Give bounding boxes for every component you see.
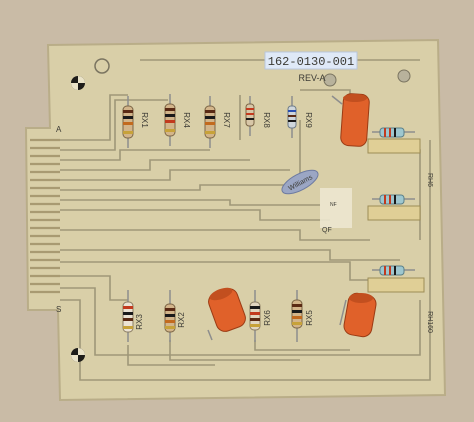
label-rx1: RX1 bbox=[140, 112, 149, 128]
label-patch bbox=[320, 188, 352, 228]
label-rx7: RX7 bbox=[222, 112, 231, 128]
edge-connector bbox=[30, 138, 60, 294]
resistor-rx3 bbox=[122, 290, 134, 342]
copper-traces bbox=[60, 59, 431, 381]
capacitor-bottom-right bbox=[339, 292, 377, 338]
label-rh6: RH6 bbox=[426, 173, 433, 187]
edge-label-top: A bbox=[56, 125, 62, 134]
label-rx5: RX5 bbox=[305, 310, 314, 326]
resistor-rx9 bbox=[287, 96, 297, 138]
capacitor-bottom-left bbox=[207, 287, 246, 341]
mark-nf: NF bbox=[330, 202, 337, 208]
label-rx9: RX9 bbox=[304, 112, 313, 128]
resistor-rx6 bbox=[249, 290, 261, 342]
ceramic-part-1 bbox=[367, 138, 421, 154]
label-rx3: RX3 bbox=[135, 314, 144, 330]
resistor-right-2 bbox=[372, 194, 415, 205]
capacitor-top bbox=[331, 93, 370, 147]
part-number-sticker: 162-0130-001 bbox=[264, 51, 358, 70]
part-number-text: 162-0130-001 bbox=[268, 55, 354, 69]
resistor-right-1 bbox=[372, 127, 415, 138]
resistor-rx7 bbox=[204, 96, 216, 148]
mark-qf: QF bbox=[322, 227, 332, 234]
ceramic-part-3 bbox=[367, 277, 425, 293]
revision-text: REV-A bbox=[298, 73, 325, 83]
resistor-rx8 bbox=[245, 96, 255, 136]
resistor-right-3 bbox=[372, 265, 415, 276]
mounting-holes bbox=[71, 58, 411, 362]
label-rx4: RX4 bbox=[182, 112, 191, 128]
resistor-rx4 bbox=[164, 94, 176, 146]
resistor-rx5 bbox=[291, 290, 303, 342]
resistor-rx1 bbox=[122, 96, 134, 148]
label-rx8: RX8 bbox=[262, 112, 271, 128]
resistor-rx2 bbox=[164, 290, 176, 342]
edge-label-bottom: S bbox=[56, 305, 61, 314]
label-rh160: RH160 bbox=[426, 311, 433, 333]
label-rx6: RX6 bbox=[263, 310, 272, 326]
ceramic-part-2 bbox=[367, 205, 421, 221]
label-rx2: RX2 bbox=[177, 312, 186, 328]
